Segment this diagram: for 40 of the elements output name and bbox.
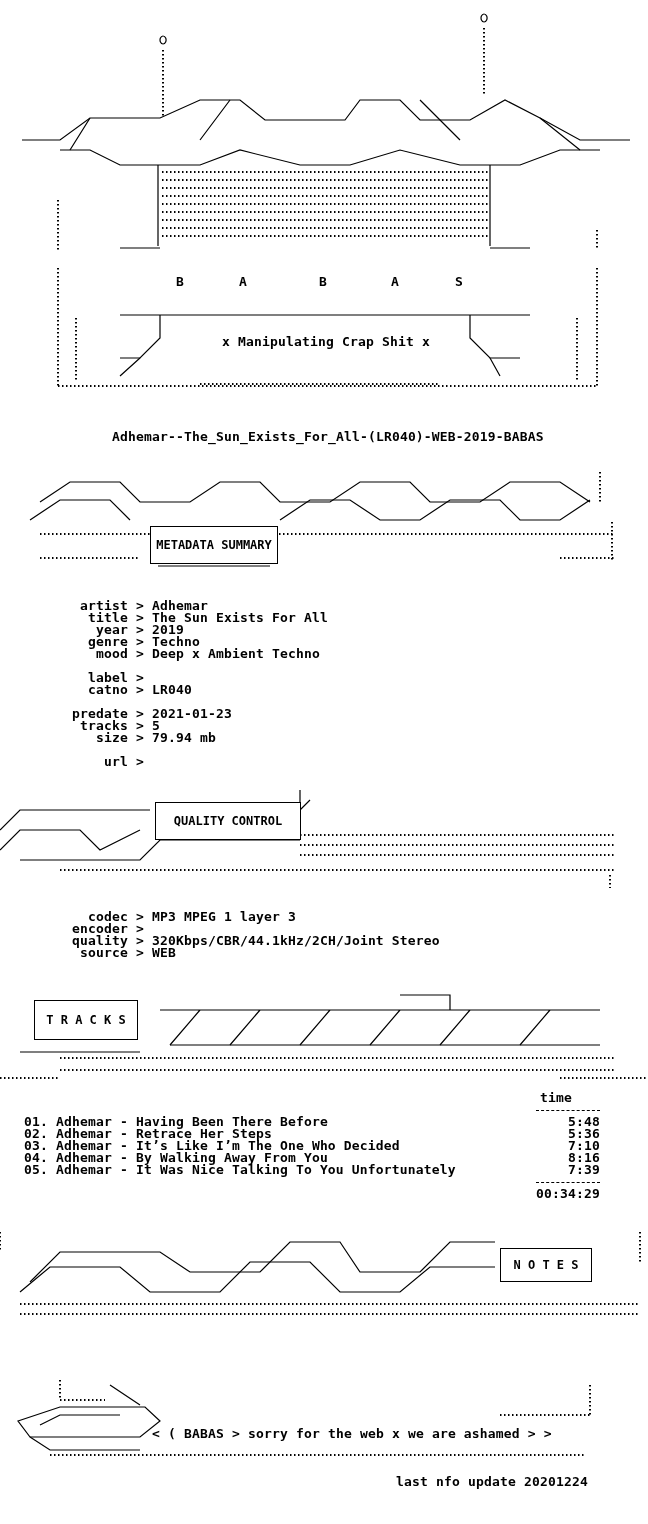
column-header: time	[540, 1092, 572, 1104]
metadata-line: artist > Adhemar	[80, 600, 208, 612]
track-title: 01. Adhemar - Having Been There Before	[24, 1116, 328, 1128]
metadata-line: label >	[88, 672, 144, 684]
track-title: 05. Adhemar - It Was Nice Talking To You Unfortunately	[24, 1164, 456, 1176]
spaced-letter: A	[391, 276, 399, 288]
banner-text: x Manipulating Crap Shit x	[222, 336, 430, 348]
track-title: 03. Adhemar - It’s Like I’m The One Who Decided	[24, 1140, 400, 1152]
metadata-line: catno > LR040	[88, 684, 192, 696]
spaced-letter: S	[455, 276, 463, 288]
metadata-line: url >	[104, 756, 144, 768]
track-duration: 5:36	[568, 1128, 600, 1140]
metadata-line: encoder >	[72, 923, 144, 935]
section-heading-box: QUALITY CONTROL	[155, 802, 301, 840]
section-heading-box: N O T E S	[500, 1248, 592, 1282]
update-note: last nfo update 20201224	[396, 1476, 588, 1488]
track-duration: 7:10	[568, 1140, 600, 1152]
section-heading-box: METADATA SUMMARY	[150, 526, 278, 564]
track-title: 04. Adhemar - By Walking Away From You	[24, 1152, 328, 1164]
metadata-line: title > The Sun Exists For All	[88, 612, 328, 624]
message-text: < ( BABAS > sorry for the web x we are ashamed > >	[152, 1428, 552, 1440]
spaced-letter: B	[319, 276, 327, 288]
track-title: 02. Adhemar - Retrace Her Steps	[24, 1128, 272, 1140]
track-duration: 7:39	[568, 1164, 600, 1176]
metadata-line: mood > Deep x Ambient Techno	[96, 648, 320, 660]
metadata-line: year > 2019	[96, 624, 184, 636]
metadata-line: codec > MP3 MPEG 1 layer 3	[88, 911, 296, 923]
metadata-line: tracks > 5	[80, 720, 160, 732]
section-heading-box: T R A C K S	[34, 1000, 138, 1040]
spaced-letter: B	[176, 276, 184, 288]
metadata-line: size > 79.94 mb	[96, 732, 216, 744]
spaced-letter: A	[239, 276, 247, 288]
track-duration: 5:48	[568, 1116, 600, 1128]
release-title: Adhemar--The_Sun_Exists_For_All-(LR040)-WEB-2019-BABAS	[112, 431, 544, 443]
metadata-line: quality > 320Kbps/CBR/44.1kHz/2CH/Joint Stereo	[72, 935, 440, 947]
metadata-line: predate > 2021-01-23	[72, 708, 232, 720]
total-duration: 00:34:29	[536, 1188, 600, 1200]
metadata-line: genre > Techno	[88, 636, 200, 648]
metadata-line: source > WEB	[80, 947, 176, 959]
track-duration: 8:16	[568, 1152, 600, 1164]
